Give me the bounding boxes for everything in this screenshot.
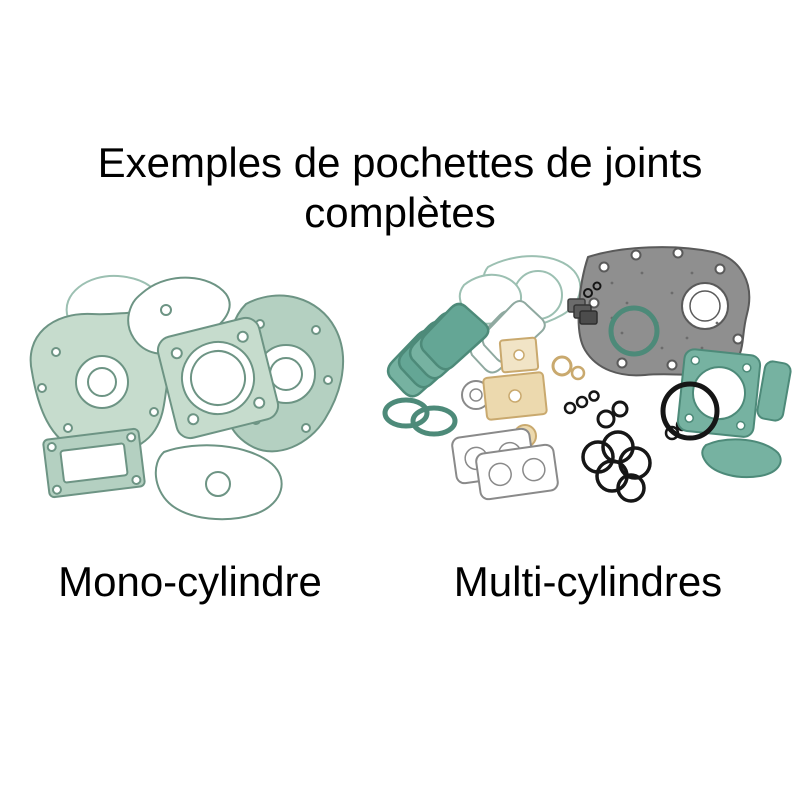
- far-right-teal-gaskets: [701, 360, 792, 479]
- teal-head-gasket: [676, 348, 762, 438]
- tan-rect-gasket: [482, 371, 548, 421]
- multi-cylinder-gasket-image: [382, 246, 792, 503]
- teal-seal-ring: [608, 305, 660, 357]
- o-ring-cluster: [581, 430, 652, 503]
- page-title: Exemples de pochettes de joints complète…: [0, 138, 800, 237]
- mono-cylinder-figure: [6, 260, 366, 544]
- teal-fan-gaskets: [386, 302, 490, 398]
- gray-crankcase-gasket: [577, 246, 751, 377]
- multi-cylinder-figure: [372, 243, 794, 527]
- big-black-o-ring: [660, 381, 720, 441]
- title-line-2: complètes: [304, 188, 496, 236]
- base-gasket-2: [475, 443, 559, 501]
- title-line-1: Exemples de pochettes de joints: [97, 139, 703, 186]
- rectangular-gasket: [42, 427, 146, 499]
- beige-square-gasket: [498, 336, 540, 374]
- caption-mono-cylindre: Mono-cylindre: [58, 558, 322, 605]
- teal-oval-gaskets: [382, 397, 458, 437]
- mono-cylinder-gasket-image: [29, 274, 345, 521]
- caption-multi-cylindres: Multi-cylindres: [453, 558, 723, 605]
- dark-plates-stack: [567, 298, 598, 325]
- outline-gasket-bottom: [154, 444, 283, 521]
- head-gasket: [156, 316, 280, 440]
